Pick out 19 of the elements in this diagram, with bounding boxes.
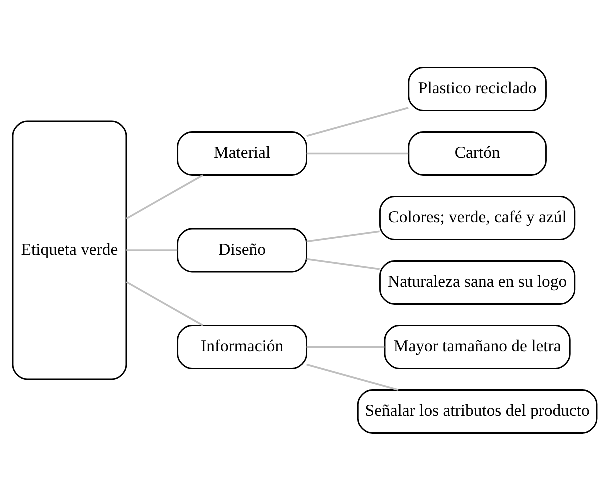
connector xyxy=(306,230,380,242)
node-box: Señalar los atributos del producto xyxy=(357,389,598,434)
node-box: Plastico reciclado xyxy=(408,66,547,111)
connector xyxy=(306,363,399,391)
connector xyxy=(126,174,204,220)
node-box: Material xyxy=(177,131,308,176)
connector xyxy=(306,258,380,270)
node-box: Diseño xyxy=(177,228,308,272)
connector xyxy=(126,249,178,251)
node-box: Colores; verde, café y azúl xyxy=(380,196,576,240)
connector xyxy=(126,280,204,326)
connector xyxy=(306,346,385,348)
node-box: Mayor tamañano de letra xyxy=(384,324,571,369)
connector xyxy=(306,106,409,137)
node-box: Etiqueta verde xyxy=(12,120,128,380)
node-box: Cartón xyxy=(408,131,547,176)
node-box: Información xyxy=(177,324,308,369)
node-box: Naturaleza sana en su logo xyxy=(380,260,576,304)
connector xyxy=(306,152,409,154)
